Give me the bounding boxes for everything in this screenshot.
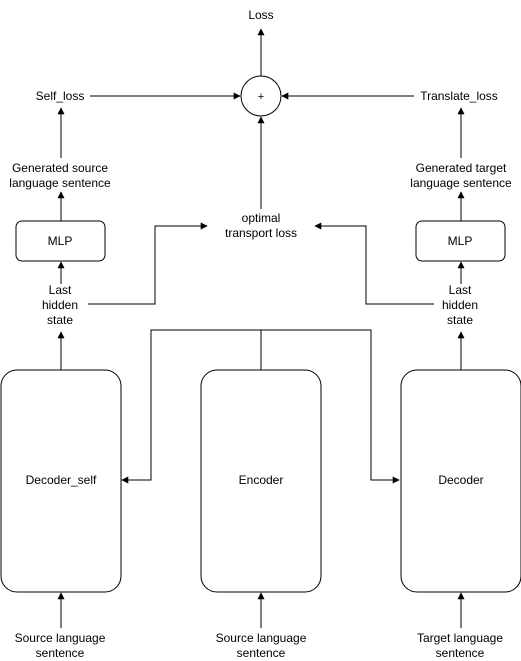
gen-source-line-2: language sentence [9, 176, 111, 190]
hidden-left-line-3: state [47, 313, 73, 327]
mlp-right-label: MLP [448, 234, 473, 248]
encoder-box [200, 369, 322, 593]
decoder-self-label: Decoder_self [26, 473, 97, 487]
decoder-line-1: Decoder [438, 473, 483, 487]
edge-hidden-left-to-ot-loss [88, 222, 208, 305]
edges [57, 28, 465, 628]
mlp-left-label: MLP [48, 234, 73, 248]
edge-encoder-to-decoder [261, 329, 400, 484]
input-left-line-1: Source language [15, 631, 106, 645]
hidden-right-line-3: state [447, 313, 473, 327]
sum-node [240, 75, 282, 117]
edge-encoder-to-decoder-self [121, 329, 262, 484]
encoder-line-1: Encoder [239, 473, 284, 487]
ot-loss-line-1: optimal [242, 211, 281, 225]
gen-target-line-2: language sentence [410, 176, 512, 190]
input-middle-line-2: sentence [237, 646, 286, 660]
mlp-left-box [15, 220, 106, 262]
gen-source-line-1: Generated source [12, 161, 108, 175]
decoder-box [400, 369, 521, 593]
ot-loss-line-2: transport loss [225, 226, 297, 240]
self-loss-label: Self_loss [36, 89, 85, 103]
loss-label: Loss [248, 8, 273, 22]
input-right-line-2: sentence [436, 646, 485, 660]
hidden-left-line-2: hidden [42, 298, 78, 312]
hidden-right-line-1: Last [449, 283, 472, 297]
decoder-self-box [0, 369, 122, 593]
self-loss-line-1: Self_loss [36, 89, 85, 103]
mlp-right-box [415, 220, 506, 262]
input-middle-line-1: Source language [216, 631, 307, 645]
decoder-self-line-1: Decoder_self [26, 473, 97, 487]
plus-label: + [258, 91, 264, 103]
translate-loss-label: Translate_loss [420, 89, 498, 103]
input-right-line-1: Target language [417, 631, 503, 645]
mlp-left-line-1: MLP [48, 234, 73, 248]
translate-loss-line-1: Translate_loss [420, 89, 498, 103]
loss-line-1: Loss [248, 8, 273, 22]
input-left-line-2: sentence [36, 646, 85, 660]
gen-target-line-1: Generated target [416, 161, 507, 175]
encoder-label: Encoder [239, 473, 284, 487]
hidden-left-line-1: Last [49, 283, 72, 297]
hidden-right-line-2: hidden [442, 298, 478, 312]
decoder-label: Decoder [438, 473, 483, 487]
shapes [0, 75, 521, 593]
labels: Loss + Self_loss Translate_loss Generate… [9, 8, 512, 660]
edge-hidden-right-to-ot-loss [314, 222, 434, 305]
mlp-right-line-1: MLP [448, 234, 473, 248]
plus-line-1: + [258, 91, 264, 103]
